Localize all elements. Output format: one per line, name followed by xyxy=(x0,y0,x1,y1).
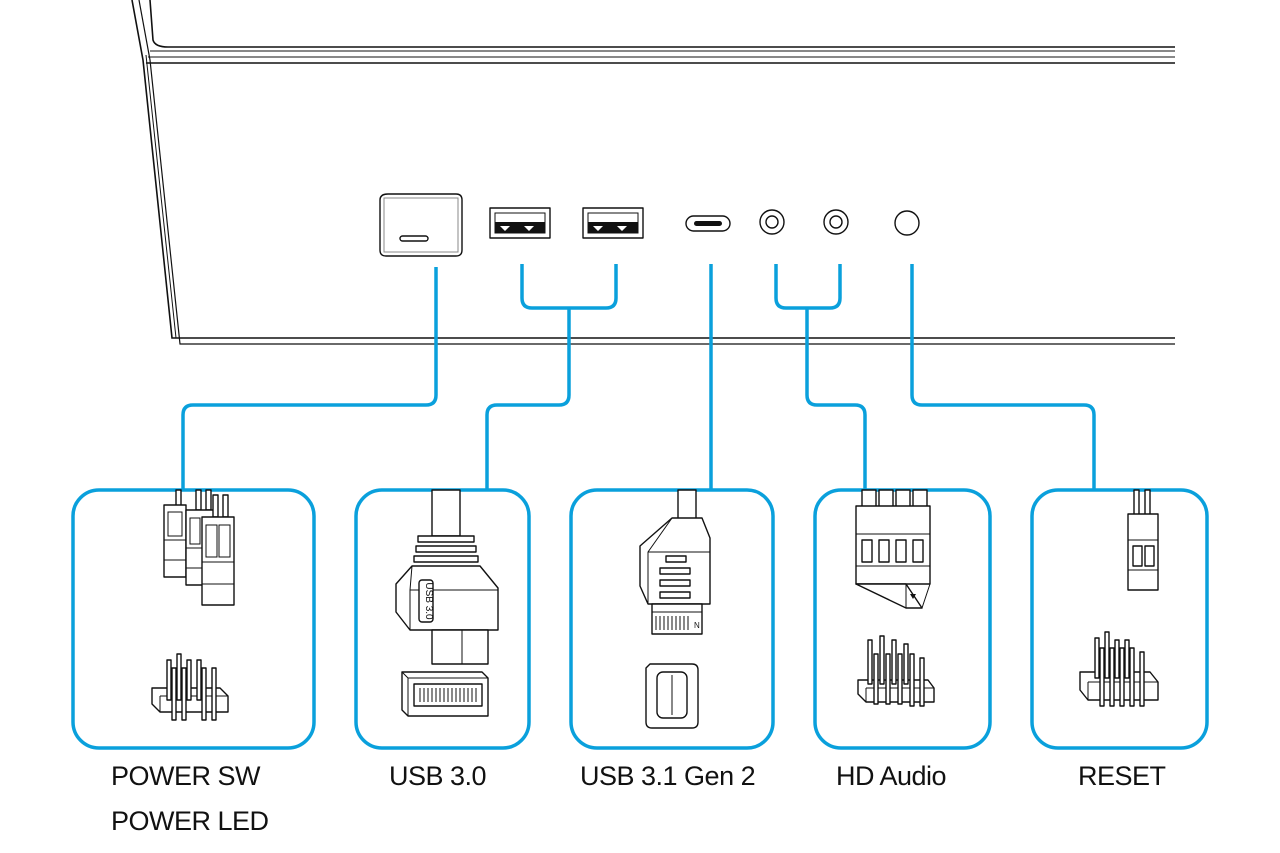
power-pin-header xyxy=(151,653,229,721)
case-front-panel xyxy=(131,0,1175,345)
reset-plug xyxy=(1127,489,1159,591)
usb30-plug-print: USB 3.0 xyxy=(423,582,434,620)
usb-a-port-icon xyxy=(582,207,644,239)
power-button-icon xyxy=(379,193,463,257)
label-hd-audio: HD Audio xyxy=(836,761,947,791)
usb-a-port-icon xyxy=(489,207,551,239)
label-reset: RESET xyxy=(1078,761,1166,791)
label-usb31-gen2: USB 3.1 Gen 2 xyxy=(580,761,756,791)
label-power-led: POWER LED xyxy=(111,806,269,836)
label-power-sw: POWER SW xyxy=(111,761,261,791)
svg-text:N: N xyxy=(694,621,700,630)
usb31-plug: N xyxy=(639,489,711,635)
audio-jack-icon xyxy=(759,209,785,235)
usb30-plug: USB 3.0 xyxy=(395,489,499,665)
audio-jack-icon xyxy=(823,209,849,235)
reset-pin-header xyxy=(1079,631,1159,707)
reset-button-icon xyxy=(894,210,920,236)
power-callout-box xyxy=(71,488,316,750)
label-usb30: USB 3.0 xyxy=(389,761,487,791)
reset-callout-box xyxy=(1030,488,1209,750)
usb31-socket xyxy=(645,663,699,729)
usb31-callout-box xyxy=(569,488,775,750)
usb30-socket xyxy=(401,671,489,717)
connection-lines xyxy=(181,264,1096,490)
usb-c-port-icon xyxy=(685,215,731,232)
hd-audio-pin-header xyxy=(857,635,935,707)
hd-audio-plug xyxy=(855,489,931,609)
power-sw-led-plugs xyxy=(163,489,235,606)
